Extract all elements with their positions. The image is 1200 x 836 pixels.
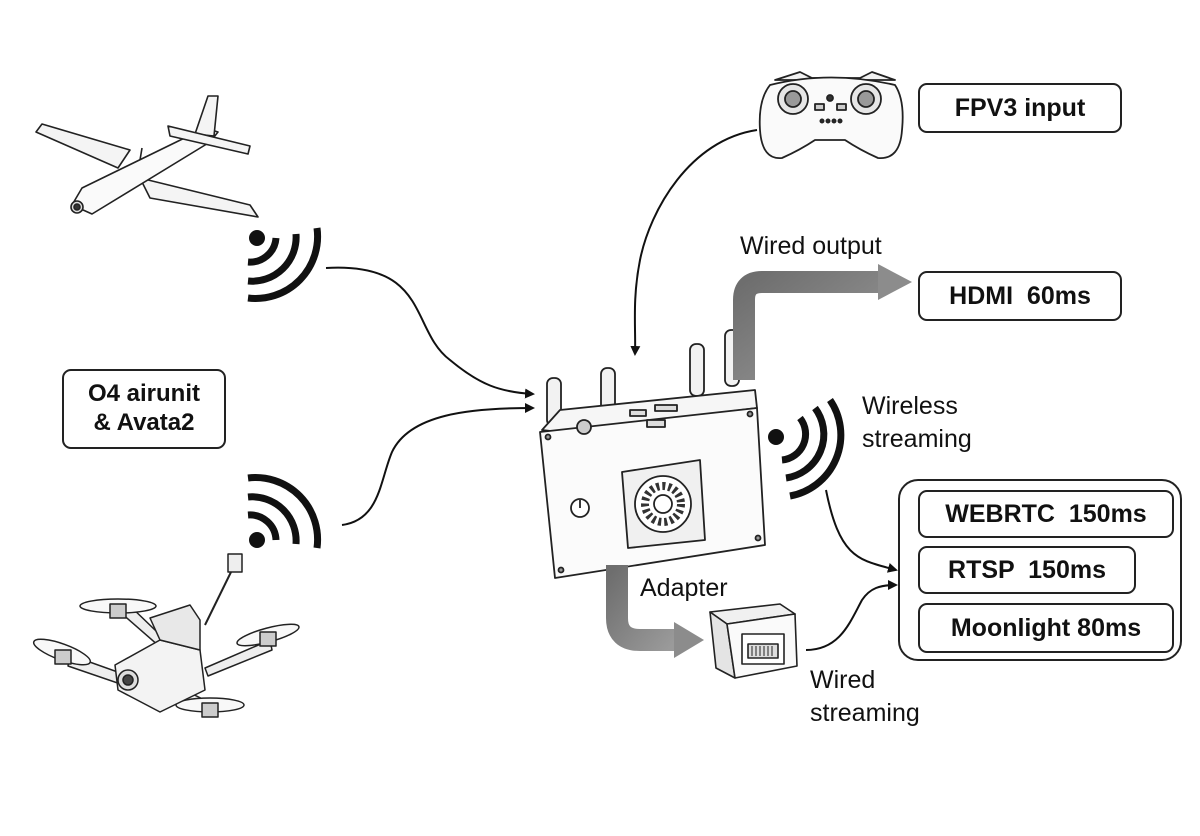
- hdmi-label: HDMI 60ms: [949, 282, 1091, 310]
- wireless-to-streams-line: [825, 489, 898, 573]
- adapter-arrow: [606, 565, 704, 658]
- wireless-signal-icon: [247, 474, 322, 549]
- streams-group: [898, 479, 1182, 661]
- stream-moonlight-label: Moonlight 80ms: [950, 614, 1142, 642]
- ethernet-adapter-icon: [709, 603, 798, 679]
- wireless-streaming-line-1: Wireless: [862, 392, 958, 420]
- quad-to-device-line: [341, 403, 535, 526]
- airunit-label-line-2: & Avata2: [93, 409, 195, 436]
- wired-streaming-line-1: Wired: [810, 666, 876, 694]
- stream-webrtc-box: WEBRTC 150ms: [918, 490, 1174, 538]
- plane-to-device-line: [325, 266, 535, 399]
- stream-moonlight-box: Moonlight 80ms: [918, 603, 1174, 653]
- wired-streaming-line-2: streaming: [810, 698, 920, 727]
- wireless-streaming-title: Wireless streaming: [862, 390, 972, 455]
- remote-controller-icon: [758, 71, 904, 159]
- wired-output-title: Wired output: [740, 232, 882, 260]
- fpv3-input-label: FPV3 input: [954, 94, 1086, 122]
- adapter-title: Adapter: [640, 574, 728, 602]
- wireless-streaming-line-2: streaming: [862, 424, 972, 453]
- hdmi-box: HDMI 60ms: [918, 271, 1122, 321]
- wired-streaming-title: Wired streaming: [810, 664, 920, 729]
- wireless-signal-icon: [247, 227, 322, 302]
- airunit-label-box: O4 airunit & Avata2: [62, 369, 226, 449]
- stream-rtsp-box: RTSP 150ms: [918, 546, 1136, 594]
- controller-to-device-line: [630, 129, 758, 356]
- fixed-wing-plane-icon: [35, 95, 259, 218]
- airunit-label-line-1: O4 airunit: [87, 380, 201, 408]
- stream-webrtc-label: WEBRTC 150ms: [945, 500, 1147, 528]
- fpv3-input-box: FPV3 input: [918, 83, 1122, 133]
- ground-station-device-icon: [539, 329, 766, 579]
- adapter-to-streams-line: [805, 580, 898, 651]
- wireless-signal-icon: [768, 398, 845, 500]
- wired-output-arrow: [733, 264, 912, 380]
- stream-rtsp-label: RTSP 150ms: [948, 556, 1106, 584]
- fpv-quadcopter-icon: [32, 553, 300, 718]
